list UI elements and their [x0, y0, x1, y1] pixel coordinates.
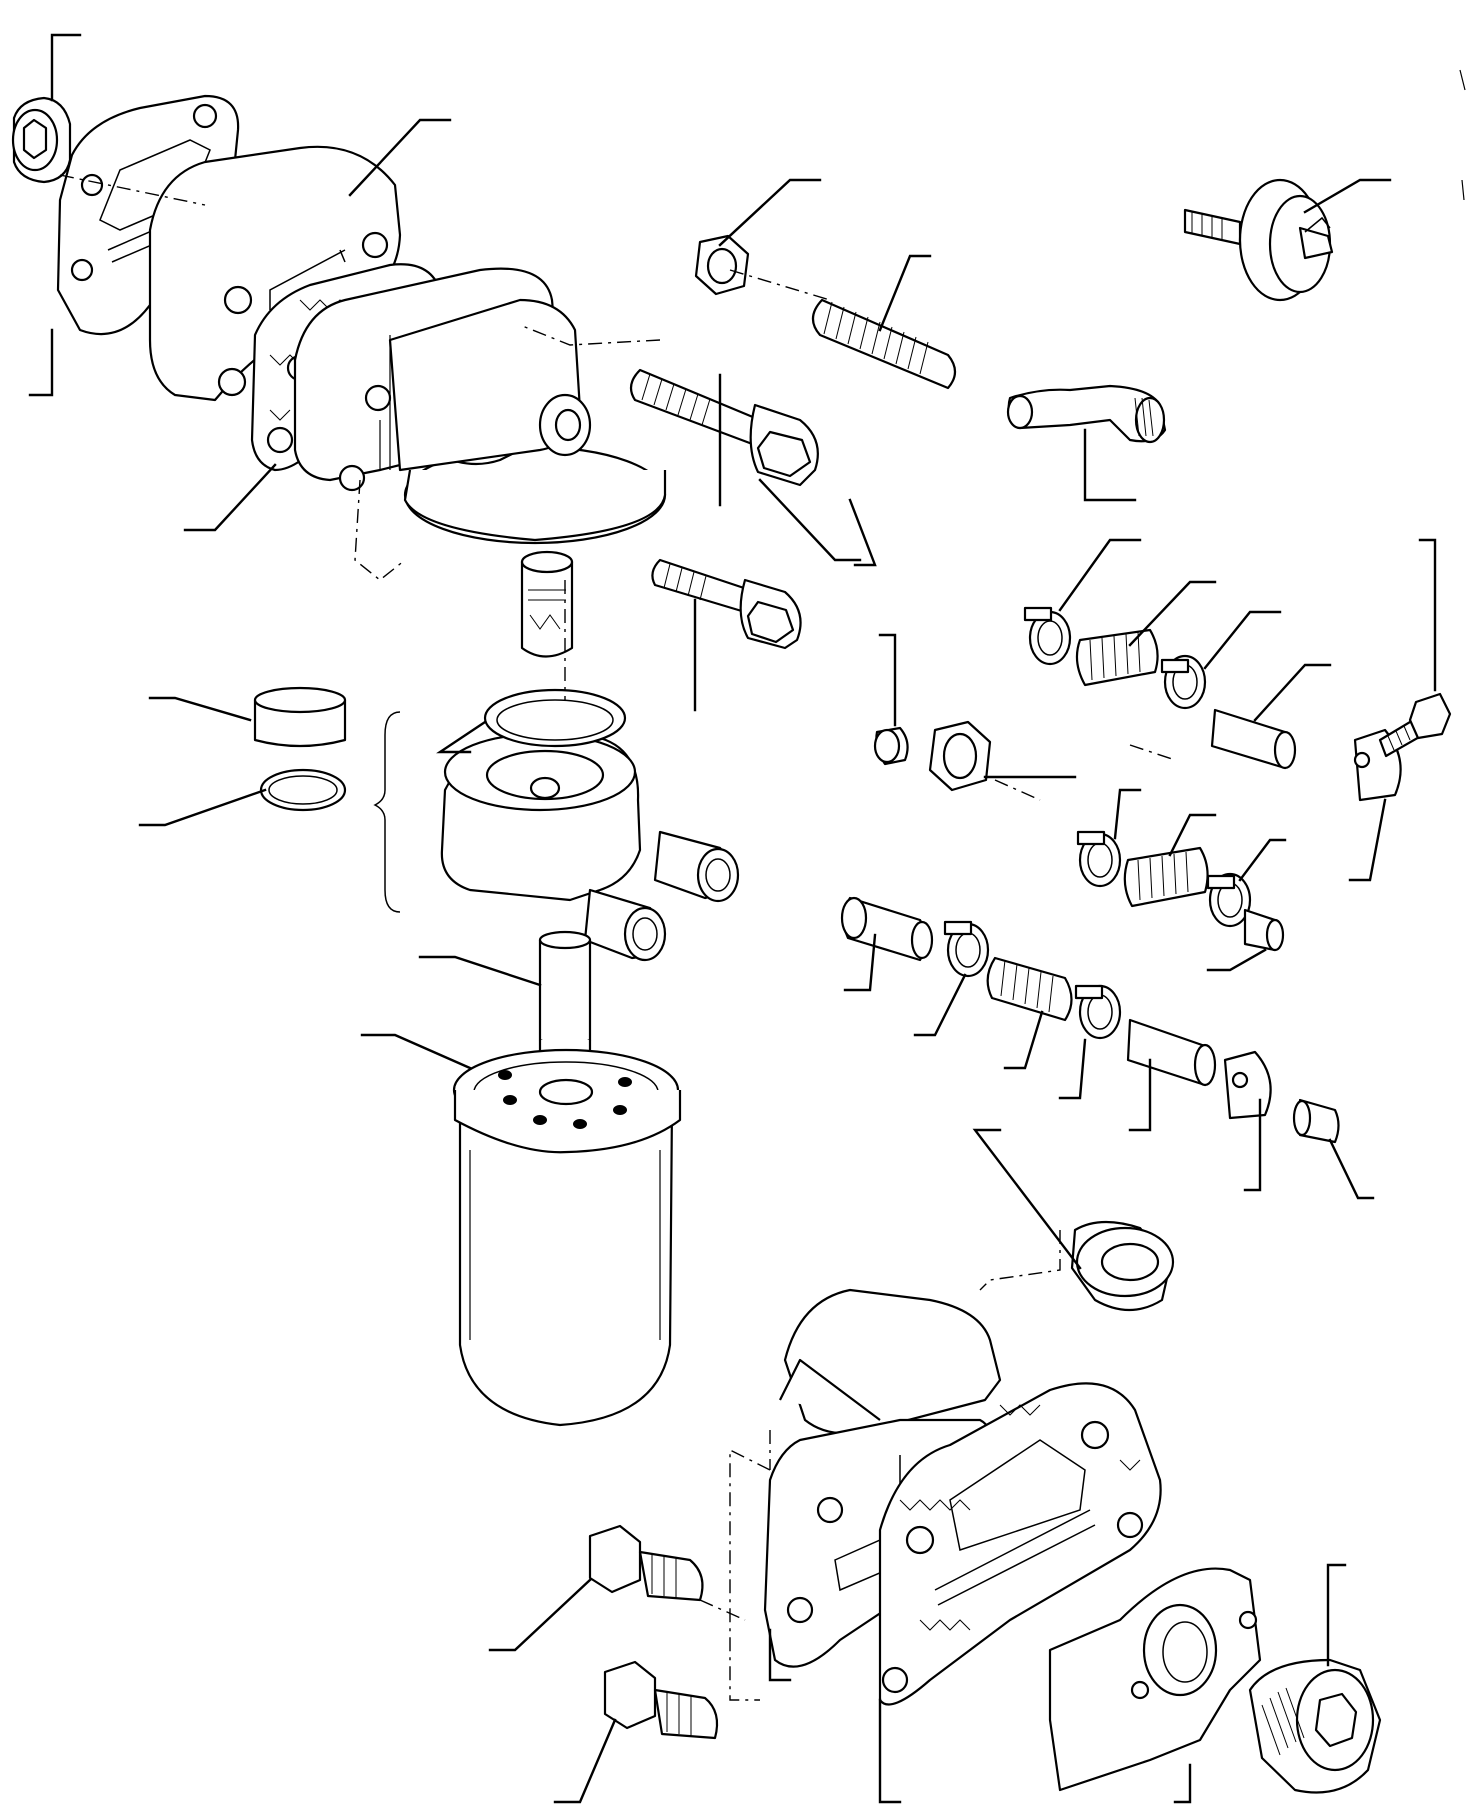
engine-block-housing [1050, 1569, 1260, 1790]
o-ring-large [485, 690, 625, 746]
union-nut [930, 722, 990, 790]
pressure-switch [1185, 180, 1332, 300]
bracket-bolt [1380, 694, 1450, 756]
head-bolt-long [631, 370, 818, 485]
pipe-segment-2 [1245, 910, 1283, 950]
hose-end-sleeve [1294, 1100, 1339, 1142]
seal-cap [1072, 1222, 1173, 1310]
hex-nut-top [696, 236, 748, 294]
hose-segment-1 [1077, 630, 1158, 685]
hose-clamp-6 [1076, 986, 1120, 1038]
adapter-plate [150, 147, 400, 400]
hose-clamp-5 [945, 922, 988, 976]
flange-bolt-lower [605, 1662, 717, 1738]
sheet-edge-mark [1460, 70, 1465, 200]
threaded-plug [1250, 1660, 1380, 1793]
cover-gasket [58, 96, 240, 334]
filter-cartridge [454, 1050, 680, 1425]
union-fitting-small [875, 728, 908, 764]
hose-clamp-3 [1078, 832, 1120, 886]
spacer-ring [255, 688, 345, 746]
flange-bolt-upper [590, 1526, 702, 1600]
mounting-bracket-2 [1225, 1052, 1271, 1118]
elbow-fitting [1008, 386, 1165, 442]
assembly-centerlines [60, 175, 1175, 1700]
cooler-gasket [880, 1383, 1161, 1704]
drain-plug [13, 98, 70, 182]
pipe-segment-1 [1212, 710, 1295, 768]
center-tube [540, 932, 590, 1068]
threaded-stud [813, 300, 955, 388]
filter-base [442, 734, 738, 960]
pipe-segment-3 [1128, 1020, 1215, 1085]
filter-head [295, 269, 665, 543]
group-brace [375, 712, 400, 912]
reference-leaders [30, 35, 1435, 1802]
head-bolt-short [652, 560, 800, 648]
relief-valve [522, 552, 572, 657]
hose-clamp-2 [1162, 656, 1205, 708]
hose-fitting-nipple [842, 898, 932, 960]
hose-segment-2 [1125, 848, 1208, 906]
o-ring-small [261, 770, 345, 810]
hose-clamp-1 [1025, 608, 1070, 664]
hose-segment-3 [988, 958, 1072, 1020]
hose-clamp-4 [1208, 874, 1250, 926]
